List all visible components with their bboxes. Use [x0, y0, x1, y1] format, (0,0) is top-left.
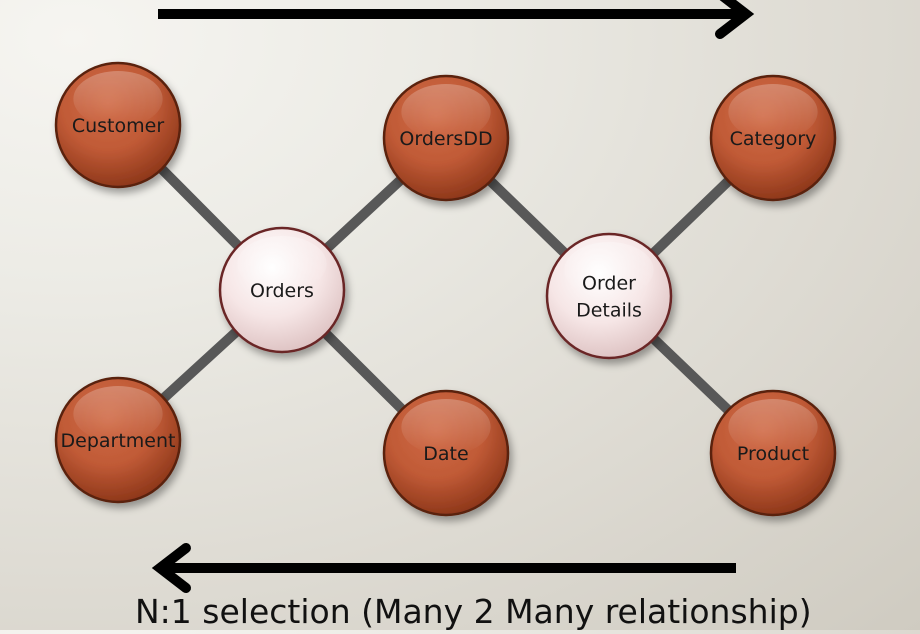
node-customer-label: Customer	[72, 115, 164, 137]
node-category-label: Category	[730, 128, 817, 150]
diagram-caption: N:1 selection (Many 2 Many relationship)	[135, 592, 812, 631]
arrows-layer	[151, 0, 755, 593]
node-product-label: Product	[737, 443, 809, 465]
node-orders: Orders	[218, 226, 346, 354]
node-category: Category	[709, 74, 837, 202]
arrow-top-right	[158, 0, 755, 39]
node-department: Department	[54, 376, 182, 504]
node-ordersdd: OrdersDD	[382, 74, 510, 202]
arrow-bottom-left	[151, 543, 736, 593]
node-ordersdd-label: OrdersDD	[399, 128, 492, 150]
arrow-top-head	[715, 0, 755, 39]
node-orders-label: Orders	[250, 280, 314, 302]
node-date-label: Date	[423, 443, 468, 465]
node-customer-gloss	[73, 71, 163, 127]
node-ordersdd-gloss	[401, 84, 491, 140]
node-department-gloss	[73, 386, 163, 442]
node-order_details-gloss	[564, 242, 654, 298]
node-orders-gloss	[237, 236, 327, 292]
node-date-gloss	[401, 399, 491, 455]
node-product: Product	[709, 389, 837, 517]
node-category-gloss	[728, 84, 818, 140]
node-product-gloss	[728, 399, 818, 455]
node-date: Date	[382, 389, 510, 517]
node-customer: Customer	[54, 61, 182, 189]
node-department-label: Department	[61, 430, 176, 452]
arrow-bottom-head	[151, 543, 191, 593]
